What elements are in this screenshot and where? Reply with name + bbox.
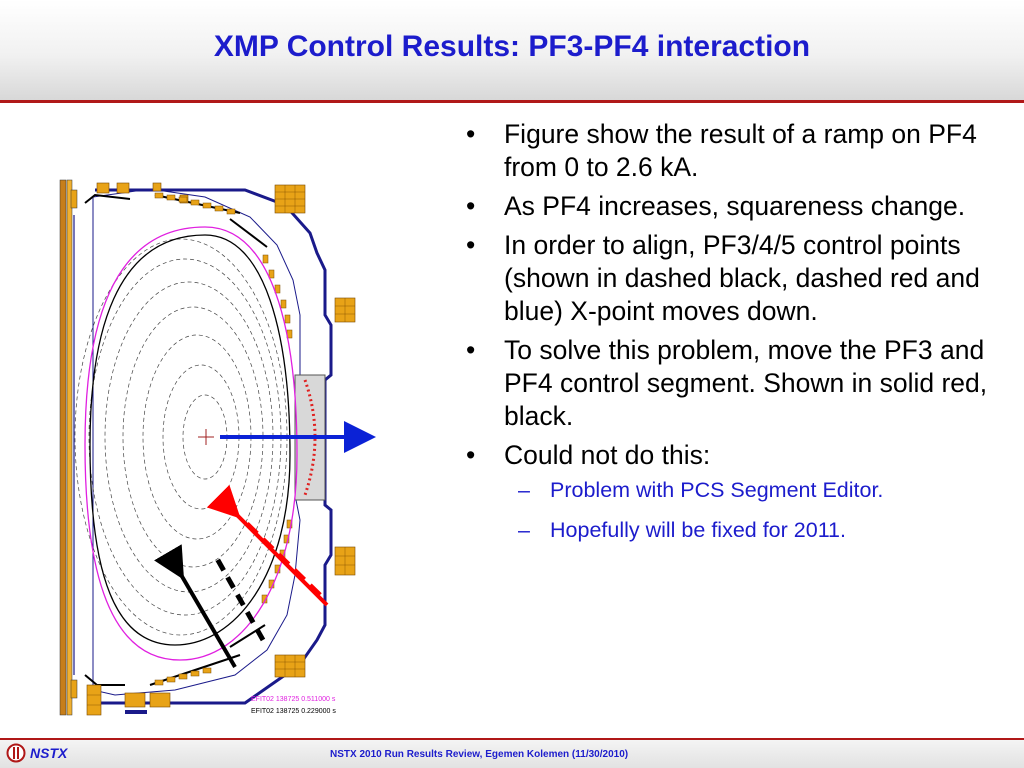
nstx-logo-icon (6, 743, 26, 763)
sub-bullet-item: –Problem with PCS Segment Editor. (518, 478, 884, 502)
footer-citation: NSTX 2010 Run Results Review, Egemen Kol… (330, 749, 629, 760)
logo-text: NSTX (30, 745, 68, 761)
bullet-item: •Figure show the result of a ramp on PF4… (466, 119, 977, 182)
red-solid-arrow (206, 484, 329, 607)
bullet-item: •As PF4 increases, squareness change. (466, 191, 966, 221)
efit-label-1: EFIT02 138725 0.511000 s (251, 696, 336, 703)
bullet-item: •In order to align, PF3/4/5 control poin… (466, 230, 980, 326)
footer-divider (0, 738, 1024, 740)
nstx-logo: NSTX (6, 742, 67, 764)
black-solid-arrow (154, 544, 237, 669)
sub-bullet-item: –Hopefully will be fixed for 2011. (518, 518, 846, 542)
bullet-list: •Figure show the result of a ramp on PF4… (466, 118, 1011, 556)
black-dashed-arrow (212, 553, 266, 642)
separatrix-magenta (84, 226, 298, 661)
slide-title: XMP Control Results: PF3-PF4 interaction (213, 30, 811, 63)
efit-label-2: EFIT02 138725 0.229000 s (251, 708, 336, 715)
bullet-item: •Could not do this: –Problem with PCS Se… (466, 439, 1011, 544)
coil-grid (87, 185, 355, 706)
legend-swatch-blue (125, 710, 147, 714)
wall-tiles (154, 192, 293, 686)
separatrix-solid (89, 234, 291, 646)
passive-plates (84, 193, 268, 686)
header-divider (0, 100, 1024, 103)
center-stack (59, 179, 78, 716)
bullet-item: •To solve this problem, move the PF3 and… (466, 335, 988, 431)
sub-bullet-list: –Problem with PCS Segment Editor. –Hopef… (504, 476, 1011, 544)
magnetic-axis-marker (198, 429, 214, 445)
header-bar (0, 0, 1024, 100)
footer-bar (0, 740, 1024, 768)
equilibrium-figure: EFIT02 138725 0.511000 s EFIT02 138725 0… (59, 179, 376, 716)
